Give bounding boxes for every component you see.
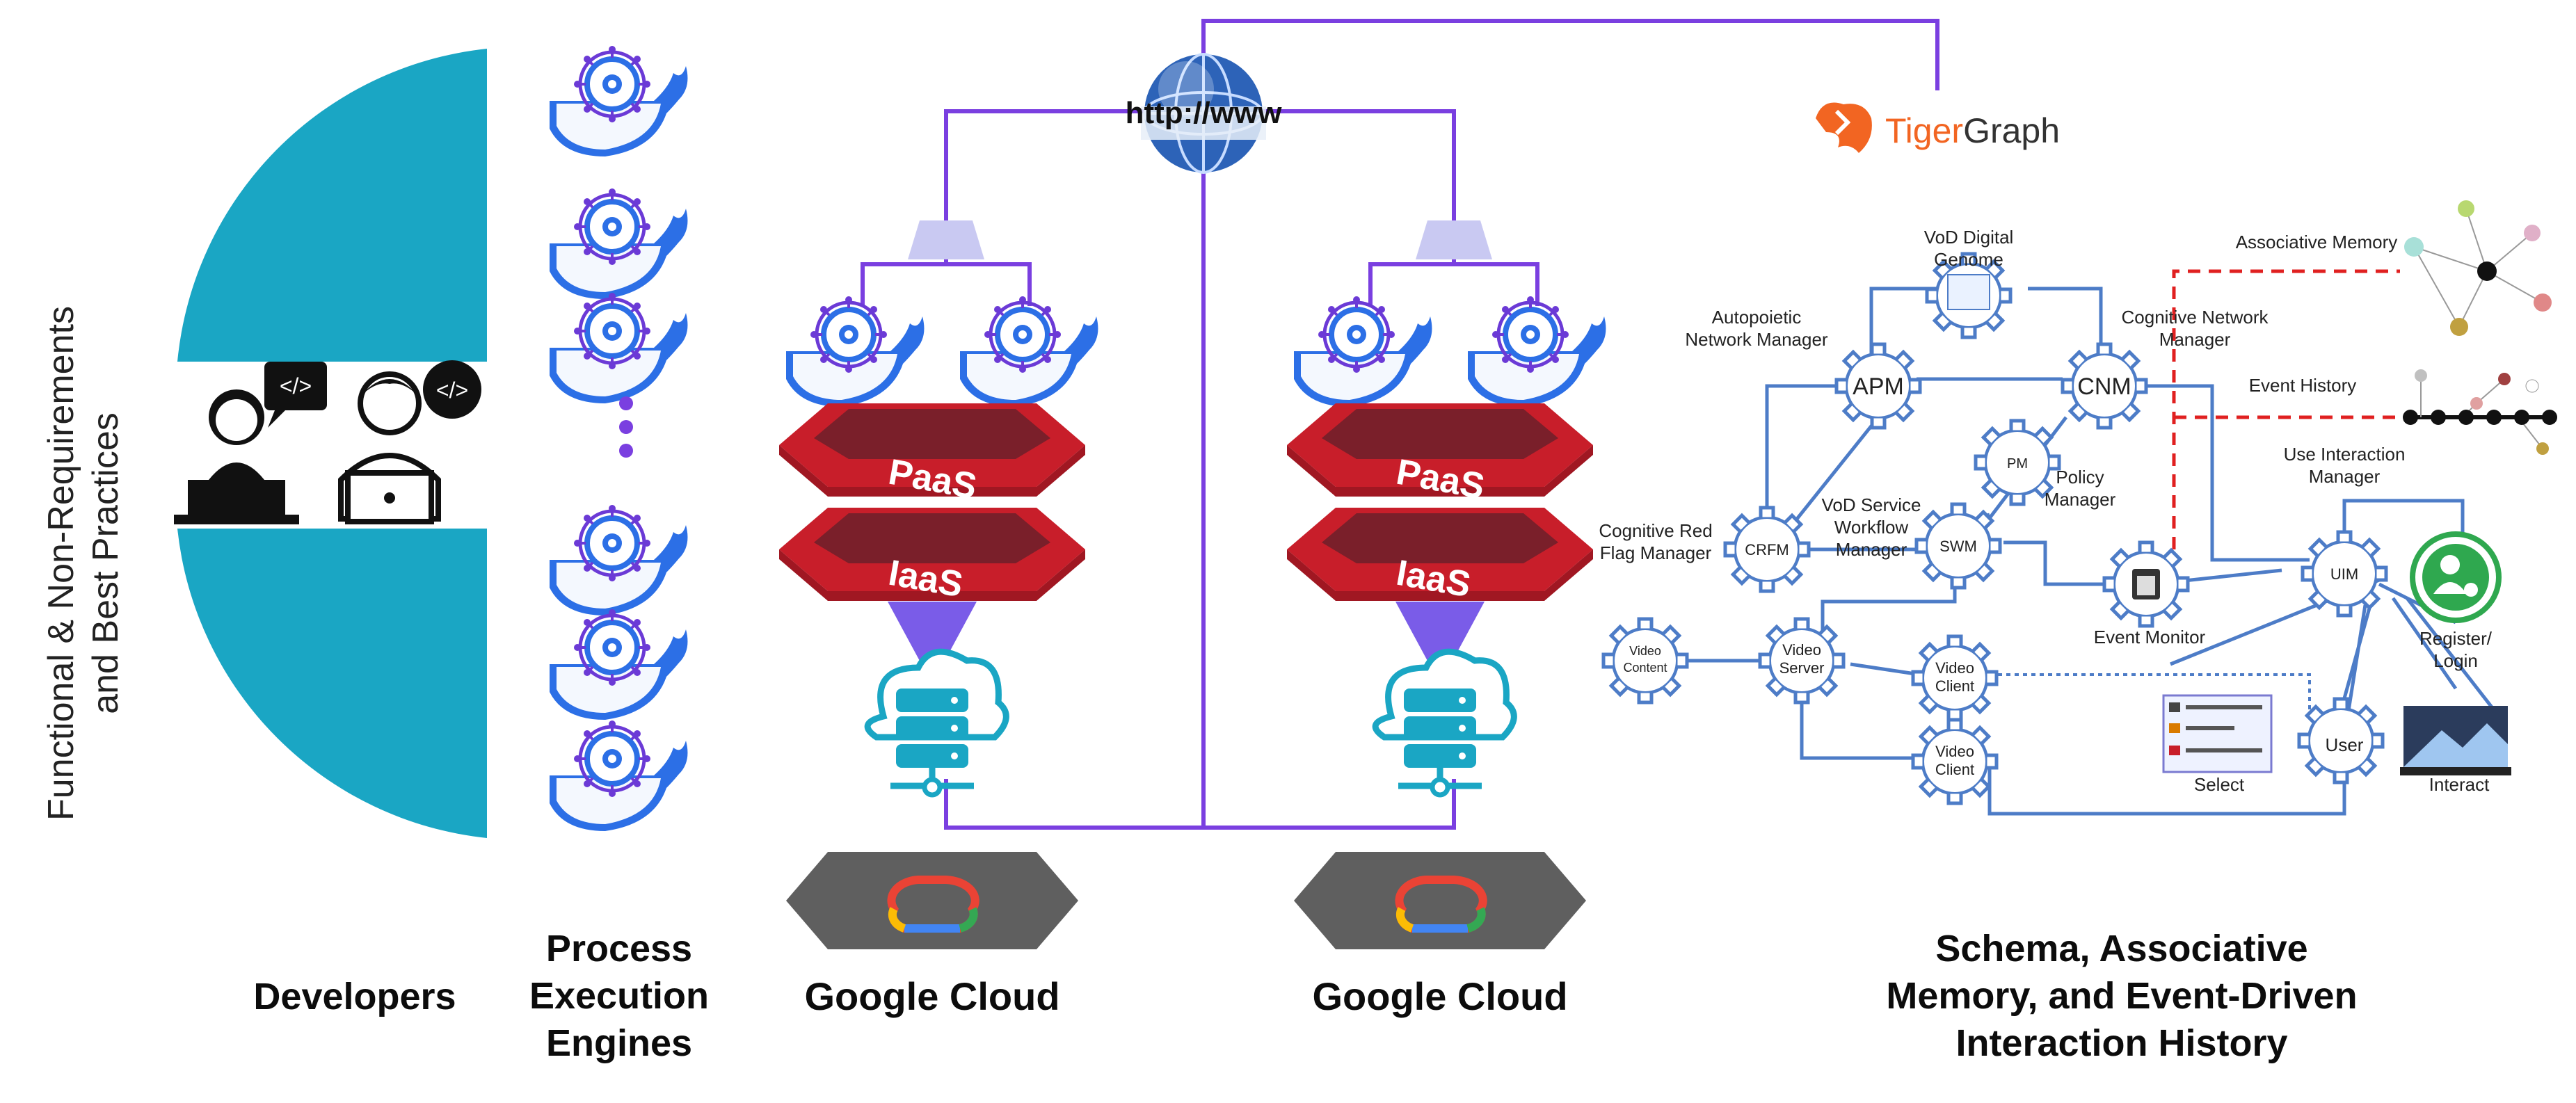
caption-developers: Developers xyxy=(253,976,456,1017)
register-login-icon xyxy=(2410,531,2502,623)
swm-desc-1: VoD Service xyxy=(1821,494,1921,515)
load-balancer-icon-2 xyxy=(1416,220,1492,259)
swm-label: SWM xyxy=(1939,538,1977,555)
google-cloud-logo-icon-2 xyxy=(1294,852,1586,949)
caption-schema-1: Schema, Associative xyxy=(1935,928,2308,969)
caption-schema-3: Interaction History xyxy=(1955,1022,2288,1064)
video-content-label-2: Content xyxy=(1623,661,1667,675)
globe-icon xyxy=(1141,53,1266,174)
developer-laptop-icon: </> xyxy=(174,362,327,524)
graph-edges xyxy=(1645,287,2506,816)
tigergraph-graph: Graph xyxy=(1963,111,2060,150)
engine-stack xyxy=(550,46,687,831)
swm-desc-3: Manager xyxy=(1836,539,1907,560)
pm-desc-1: Policy xyxy=(2056,467,2104,488)
crfm-desc-1: Cognitive Red xyxy=(1599,520,1712,541)
interact-screen-icon xyxy=(2400,706,2511,775)
globe-url-label: http://www xyxy=(1126,96,1283,130)
caption-cloud-left: Google Cloud xyxy=(804,974,1060,1018)
caption-schema-2: Memory, and Event-Driven xyxy=(1886,975,2358,1017)
video-client-1-label-1: Video xyxy=(1935,659,1974,677)
crfm-label: CRFM xyxy=(1745,541,1789,558)
uim-desc-1: Use Interaction xyxy=(2284,444,2406,465)
video-client-2-label-1: Video xyxy=(1935,743,1974,760)
caption-engines-1: Process xyxy=(545,928,693,969)
video-client-1-label-2: Client xyxy=(1935,677,1974,695)
cnm-desc-2: Manager xyxy=(2159,329,2231,350)
associative-memory-label: Associative Memory xyxy=(2236,232,2398,252)
dotted-link xyxy=(1990,673,2311,709)
tigergraph-wordmark: TigerGraph xyxy=(1885,111,2060,150)
register-label-1: Register/ xyxy=(2419,628,2493,649)
apm-label: APM xyxy=(1853,373,1904,400)
select-list-icon xyxy=(2162,694,2273,773)
event-history-graph xyxy=(2403,369,2557,455)
apm-desc-2: Network Manager xyxy=(1685,329,1828,350)
developers-shape-top xyxy=(177,49,487,362)
video-client-2-label-2: Client xyxy=(1935,761,1974,778)
genome-diagram-icon xyxy=(1947,274,1990,310)
calendar-face xyxy=(2137,576,2155,595)
developer-laptop-icon-2: </> xyxy=(338,360,481,524)
load-balancer-icon xyxy=(908,220,984,259)
event-monitor-label: Event Monitor xyxy=(2094,627,2206,647)
apm-desc-1: Autopoietic xyxy=(1712,307,1802,328)
select-label: Select xyxy=(2194,774,2245,795)
vod-genome-label-2: Genome xyxy=(1934,249,2003,270)
svg-text:</>: </> xyxy=(280,373,312,398)
associative-memory-graph xyxy=(2404,200,2552,336)
red-dashed-links xyxy=(2172,269,2400,549)
video-server-label-1: Video xyxy=(1782,641,1821,659)
register-label-2: Login xyxy=(2433,650,2478,671)
caption-cloud-right: Google Cloud xyxy=(1312,974,1568,1018)
uim-desc-2: Manager xyxy=(2309,466,2381,487)
vod-genome-label-1: VoD Digital xyxy=(1924,227,2014,248)
google-cloud-logo-icon xyxy=(786,852,1078,949)
interact-label: Interact xyxy=(2429,774,2490,795)
user-label: User xyxy=(2326,734,2364,755)
caption-engines-3: Engines xyxy=(545,1022,693,1064)
caption-engines: Process Execution Engines xyxy=(501,925,737,1067)
video-server-label-2: Server xyxy=(1779,659,1825,677)
uim-label: UIM xyxy=(2330,565,2358,583)
caption-engines-2: Execution xyxy=(529,975,710,1017)
cnm-desc-1: Cognitive Network xyxy=(2122,307,2269,328)
developers-shape-bottom xyxy=(177,529,487,838)
video-content-label-1: Video xyxy=(1629,644,1661,658)
cloud-server-icon xyxy=(867,652,1006,795)
cloud-server-icon-2 xyxy=(1375,652,1514,795)
pm-desc-2: Manager xyxy=(2045,489,2116,510)
network-lines xyxy=(861,19,1939,830)
cnm-label: CNM xyxy=(2077,373,2131,400)
pm-label: PM xyxy=(2007,456,2028,472)
swm-desc-2: Workflow xyxy=(1834,517,1909,538)
tigergraph-logo-icon xyxy=(1816,102,1872,153)
tigergraph-tiger: Tiger xyxy=(1885,111,1963,150)
crfm-desc-2: Flag Manager xyxy=(1600,542,1712,563)
svg-text:</>: </> xyxy=(436,378,468,403)
event-history-label: Event History xyxy=(2249,375,2357,396)
caption-schema: Schema, Associative Memory, and Event-Dr… xyxy=(1802,925,2442,1067)
